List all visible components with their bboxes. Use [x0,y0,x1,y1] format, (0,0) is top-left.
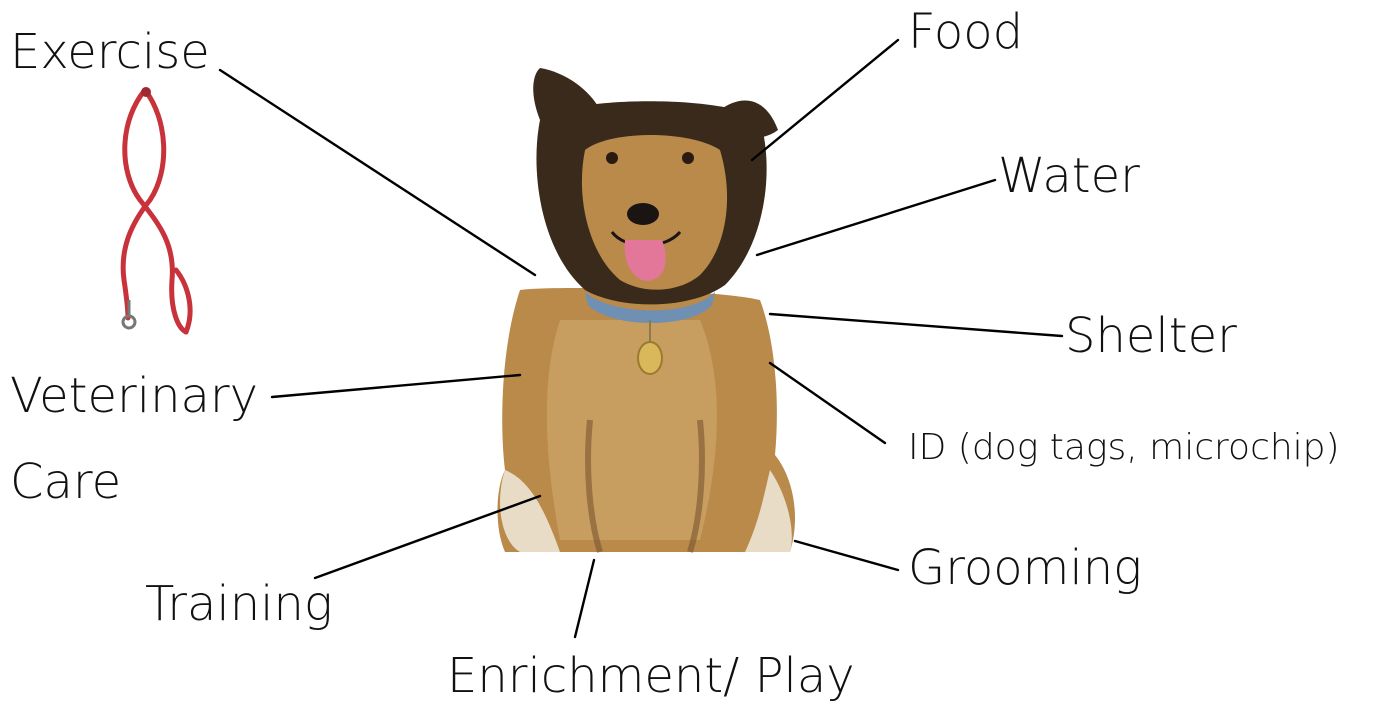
label-grooming: Grooming [908,544,1142,592]
food-connector [752,40,898,160]
label-enrichment: Enrichment/ Play [447,652,855,700]
grooming-connector [795,541,898,570]
training-connector [315,496,540,578]
label-shelter: Shelter [1065,312,1237,360]
label-exercise: Exercise [10,28,210,76]
label-veterinary-line1: Veterinary [10,372,258,420]
label-water: Water [998,152,1140,200]
label-food: Food [908,8,1023,56]
water-connector [757,180,995,255]
exercise-connector [220,70,535,275]
label-id: ID (dog tags, microchip) [908,430,1340,466]
shelter-connector [770,314,1062,336]
veterinary-connector [272,375,520,397]
id-connector [770,363,885,443]
enrichment-connector [575,560,594,637]
label-veterinary-line2: Care [10,458,121,506]
label-training: Training [145,580,333,628]
